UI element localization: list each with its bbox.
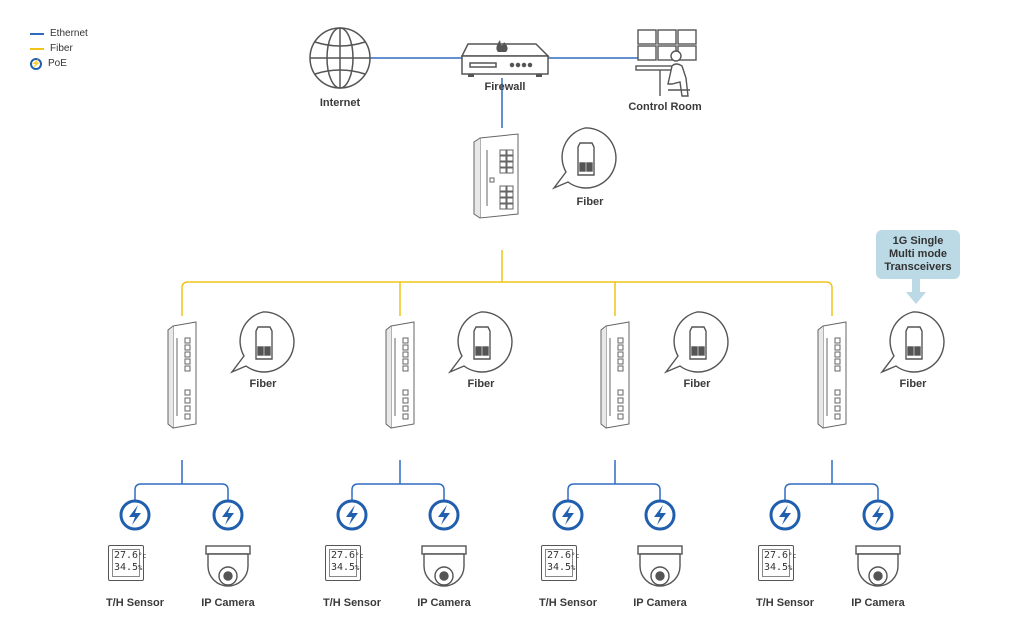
thermometer-display-icon: 27.6°c 34.5% [758, 545, 797, 581]
firewall-icon [460, 40, 550, 77]
poe-lightning-icons [119, 499, 894, 531]
internet-label: Internet [319, 97, 361, 109]
fiber-bus [181, 281, 833, 316]
temp-value: 27.6 [547, 550, 572, 561]
temp-value: 27.6 [114, 550, 139, 561]
camera-label: IP Camera [417, 597, 471, 609]
humidity-value: 34.5 [764, 562, 789, 573]
legend-fiber: Fiber [30, 41, 88, 56]
edge-fiber-label: Fiber [899, 378, 927, 390]
aggregation-fiber-label: Fiber [576, 196, 604, 208]
poe-icon: ⚡ [30, 57, 42, 70]
thermometer-display-icon: 27.6°c 34.5% [108, 545, 147, 581]
sensor-label: T/H Sensor [538, 597, 598, 609]
globe-icon [309, 27, 371, 89]
camera-label: IP Camera [851, 597, 905, 609]
temp-unit: °c [571, 552, 580, 560]
humidity-unit: % [788, 564, 793, 572]
callout-line2: Multi mode [888, 248, 948, 260]
transceiver-callout: 1G Single Multi mode Transceivers [876, 230, 960, 279]
ethernet-swatch [30, 32, 44, 35]
legend-poe-label: PoE [48, 58, 67, 69]
humidity-value: 34.5 [114, 562, 139, 573]
control-room-icon [635, 29, 697, 97]
firewall-label: Firewall [484, 81, 526, 93]
temp-unit: °c [138, 552, 147, 560]
thermometer-display-icon: 27.6°c 34.5% [541, 545, 580, 581]
control-room-label: Control Room [628, 101, 702, 113]
legend-poe: ⚡ PoE [30, 56, 88, 71]
sensor-label: T/H Sensor [105, 597, 165, 609]
humidity-unit: % [138, 564, 143, 572]
transceiver-icon [551, 127, 617, 190]
edge-fiber-label: Fiber [249, 378, 277, 390]
camera-label: IP Camera [201, 597, 255, 609]
edge-fiber-label: Fiber [467, 378, 495, 390]
edge-branches [134, 460, 879, 500]
temp-value: 27.6 [331, 550, 356, 561]
callout-arrow [906, 278, 926, 304]
dome-camera-icons [205, 545, 901, 587]
temp-unit: °c [355, 552, 364, 560]
edge-transceivers [229, 311, 945, 374]
thermometer-display-icon: 27.6°c 34.5% [325, 545, 364, 581]
humidity-unit: % [355, 564, 360, 572]
sensor-label: T/H Sensor [322, 597, 382, 609]
temp-value: 27.6 [764, 550, 789, 561]
callout-line1: 1G Single [892, 235, 944, 247]
edge-devices [167, 321, 847, 429]
fiber-swatch [30, 47, 44, 50]
switch-icon [473, 133, 519, 219]
humidity-value: 34.5 [547, 562, 572, 573]
legend-fiber-label: Fiber [50, 43, 73, 54]
humidity-unit: % [571, 564, 576, 572]
humidity-value: 34.5 [331, 562, 356, 573]
legend-ethernet: Ethernet [30, 26, 88, 41]
legend-ethernet-label: Ethernet [50, 28, 88, 39]
sensor-label: T/H Sensor [755, 597, 815, 609]
temp-unit: °c [788, 552, 797, 560]
callout-line3: Transceivers [884, 261, 952, 273]
edge-fiber-label: Fiber [683, 378, 711, 390]
camera-label: IP Camera [633, 597, 687, 609]
legend: Ethernet Fiber ⚡ PoE [30, 26, 88, 71]
